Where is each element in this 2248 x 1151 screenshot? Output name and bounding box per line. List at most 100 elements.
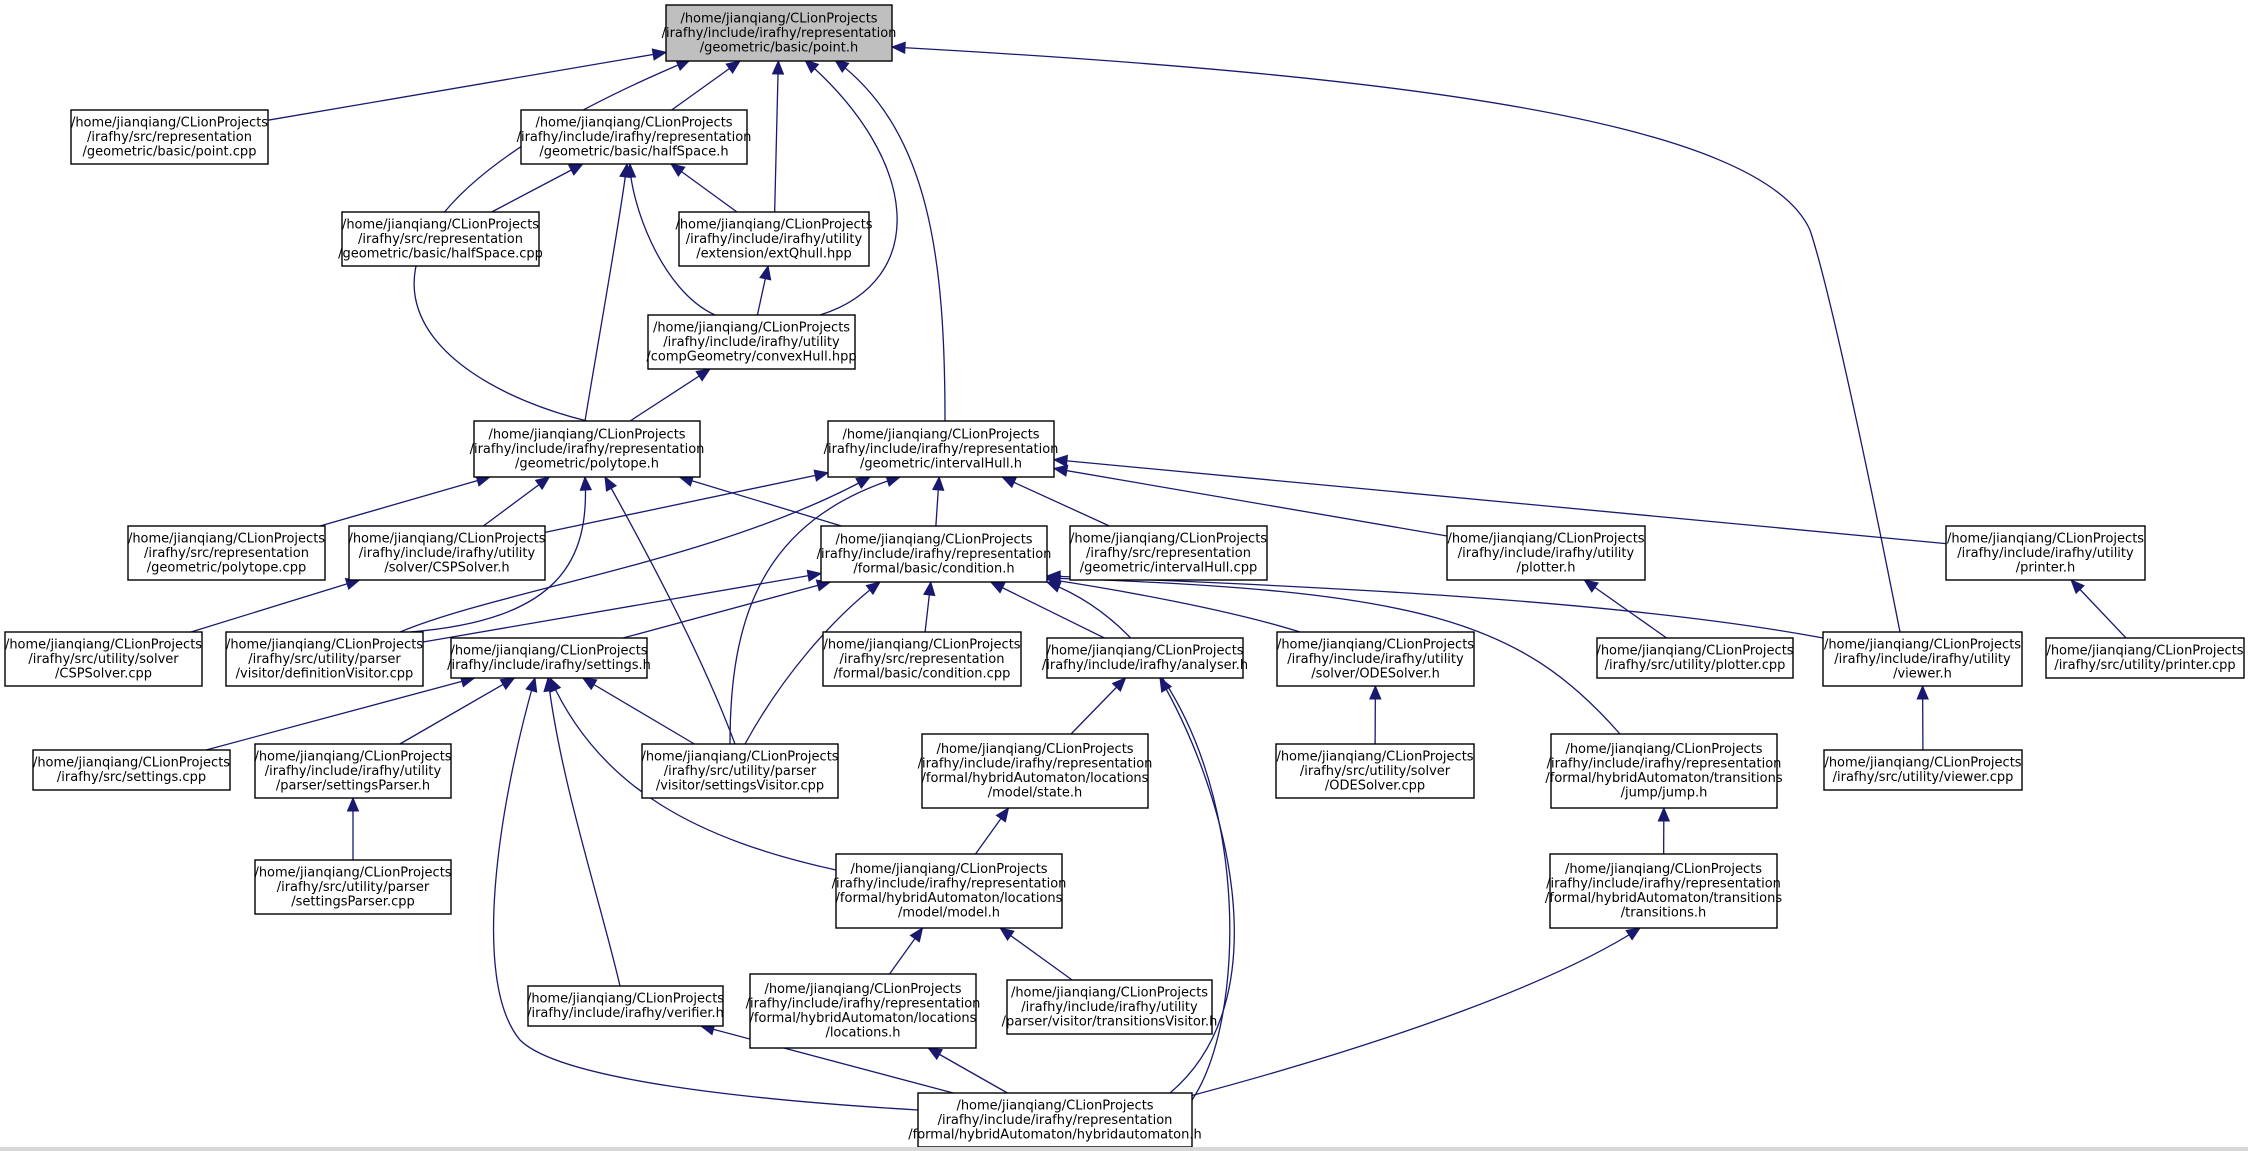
file-node-viewer-cpp[interactable]: /home/jianqiang/CLionProjects/irafhy/src… — [1823, 749, 2023, 791]
node-label-line: /transitions.h — [1621, 906, 1706, 921]
arrowhead — [1916, 684, 1929, 700]
node-label-line: /home/jianqiang/CLionProjects — [348, 531, 545, 546]
arrowhead — [651, 48, 668, 61]
file-node-defvisitor[interactable]: /home/jianqiang/CLionProjects/irafhy/src… — [225, 631, 424, 687]
file-node-condition-cpp[interactable]: /home/jianqiang/CLionProjects/irafhy/src… — [822, 631, 1022, 687]
node-label-line: /home/jianqiang/CLionProjects — [1276, 749, 1473, 764]
file-node-odesolver-cpp[interactable]: /home/jianqiang/CLionProjects/irafhy/src… — [1275, 743, 1475, 799]
file-node-cspsolver-cpp[interactable]: /home/jianqiang/CLionProjects/irafhy/src… — [4, 631, 203, 687]
edge-hybridautomaton_h-to-analyser_h — [1159, 676, 1235, 1094]
file-node-settings-h[interactable]: /home/jianqiang/CLionProjects/irafhy/inc… — [447, 637, 651, 679]
node-label-line: /irafhy/include/irafhy/utility — [265, 764, 442, 779]
file-node-viewer-h[interactable]: /home/jianqiang/CLionProjects/irafhy/inc… — [1822, 631, 2023, 687]
arrowhead — [579, 475, 593, 491]
node-label-line: /geometric/basic/point.cpp — [83, 144, 257, 159]
file-node-verifier-h[interactable]: /home/jianqiang/CLionProjects/irafhy/inc… — [527, 985, 724, 1027]
file-node-intervalhull-cpp[interactable]: /home/jianqiang/CLionProjects/irafhy/src… — [1069, 525, 1268, 581]
node-box — [1006, 979, 1213, 1035]
arrowhead — [1583, 579, 1599, 593]
node-label-line: /home/jianqiang/CLionProjects — [5, 637, 202, 652]
node-label-line: /irafhy/src/utility/printer.cpp — [2054, 658, 2235, 673]
file-node-point-h[interactable]: /home/jianqiang/CLionProjects/irafhy/inc… — [662, 4, 897, 62]
node-label-line: /home/jianqiang/CLionProjects — [823, 637, 1020, 652]
file-node-extqhull[interactable]: /home/jianqiang/CLionProjects/irafhy/inc… — [675, 211, 873, 267]
node-label-line: /irafhy/include/irafhy/utility — [1458, 546, 1635, 561]
edge-viewer_cpp-to-viewer_h — [1916, 684, 1929, 751]
node-label-line: /irafhy/include/irafhy/representation — [832, 877, 1067, 892]
node-label-line: /home/jianqiang/CLionProjects — [1824, 637, 2021, 652]
arrowhead — [581, 677, 598, 691]
edge-state_h-to-analyser_h — [1070, 677, 1127, 735]
edge-hybridautomaton_h-to-settings_h — [492, 676, 919, 1111]
node-label-line: /home/jianqiang/CLionProjects — [835, 532, 1032, 547]
arrowhead — [499, 677, 516, 691]
node-label-line: /home/jianqiang/CLionProjects — [1046, 644, 1243, 659]
node-box — [2045, 637, 2245, 679]
file-node-polytope-cpp[interactable]: /home/jianqiang/CLionProjects/irafhy/src… — [127, 525, 326, 581]
file-node-halfspace-cpp[interactable]: /home/jianqiang/CLionProjects/irafhy/src… — [338, 211, 543, 267]
arrowhead — [995, 806, 1010, 823]
node-box — [473, 420, 701, 478]
edge-settingsvisitor-to-polytope_h — [604, 475, 736, 745]
node-box — [678, 211, 870, 267]
node-label-line: /irafhy/src/representation — [840, 652, 1005, 667]
file-node-convexhull[interactable]: /home/jianqiang/CLionProjects/irafhy/inc… — [646, 314, 857, 370]
file-node-polytope-h[interactable]: /home/jianqiang/CLionProjects/irafhy/inc… — [470, 420, 705, 478]
file-node-transitions-h[interactable]: /home/jianqiang/CLionProjects/irafhy/inc… — [1545, 853, 1782, 929]
node-label-line: /plotter.h — [1517, 560, 1576, 575]
file-node-jump-h[interactable]: /home/jianqiang/CLionProjects/irafhy/inc… — [1545, 733, 1783, 809]
node-box — [520, 109, 748, 165]
node-box — [1823, 749, 2023, 791]
node-label-line: /home/jianqiang/CLionProjects — [254, 749, 451, 764]
edge-odesolver_cpp-to-odesolver_h — [1369, 684, 1382, 745]
node-label-line: /irafhy/include/irafhy/representation — [746, 997, 981, 1012]
node-label-line: /irafhy/src/utility/solver — [1300, 764, 1451, 779]
edge-point_cpp-to-point_h — [267, 48, 668, 121]
file-node-settingsvisitor[interactable]: /home/jianqiang/CLionProjects/irafhy/src… — [641, 743, 839, 799]
arrowhead — [855, 476, 872, 490]
file-node-analyser-h[interactable]: /home/jianqiang/CLionProjects/irafhy/inc… — [1042, 637, 1248, 679]
node-label-line: /irafhy/include/irafhy/representation — [824, 442, 1059, 457]
file-node-settings-cpp[interactable]: /home/jianqiang/CLionProjects/irafhy/src… — [32, 749, 231, 791]
node-label-line: /home/jianqiang/CLionProjects — [1070, 531, 1267, 546]
file-node-condition-h[interactable]: /home/jianqiang/CLionProjects/irafhy/inc… — [817, 525, 1052, 583]
node-label-line: /ODESolver.cpp — [1325, 778, 1425, 793]
file-node-state-h[interactable]: /home/jianqiang/CLionProjects/irafhy/inc… — [918, 733, 1153, 809]
file-node-printer-cpp[interactable]: /home/jianqiang/CLionProjects/irafhy/src… — [2045, 637, 2245, 679]
node-label-line: /home/jianqiang/CLionProjects — [450, 644, 647, 659]
file-node-plotter-cpp[interactable]: /home/jianqiang/CLionProjects/irafhy/src… — [1596, 637, 1794, 679]
file-node-intervalhull-h[interactable]: /home/jianqiang/CLionProjects/irafhy/inc… — [824, 420, 1059, 478]
file-node-model-h[interactable]: /home/jianqiang/CLionProjects/irafhy/inc… — [832, 853, 1067, 929]
file-node-halfspace-h[interactable]: /home/jianqiang/CLionProjects/irafhy/inc… — [517, 109, 752, 165]
edge-hybridautomaton_h-to-transitions_h — [1189, 927, 1642, 1097]
arrowhead — [534, 476, 551, 491]
file-node-cspsolver-h[interactable]: /home/jianqiang/CLionProjects/irafhy/inc… — [348, 525, 546, 581]
node-label-line: /solver/CSPSolver.h — [384, 560, 509, 575]
file-node-transvisitor[interactable]: /home/jianqiang/CLionProjects/irafhy/inc… — [1002, 979, 1218, 1035]
file-node-odesolver-h[interactable]: /home/jianqiang/CLionProjects/irafhy/inc… — [1276, 631, 1475, 687]
edge-cspsolver_h-to-polytope_h — [482, 476, 551, 527]
edge-polytope_h-to-halfspace_h — [584, 162, 632, 422]
arrowhead — [725, 60, 742, 74]
edge-jump_h-to-condition_h — [1045, 572, 1621, 735]
node-label-line: /irafhy/include/irafhy/verifier.h — [527, 1006, 724, 1021]
node-label-line: /irafhy/include/irafhy/representation — [938, 1113, 1173, 1128]
file-node-locations-h[interactable]: /home/jianqiang/CLionProjects/irafhy/inc… — [746, 973, 981, 1049]
file-node-point-cpp[interactable]: /home/jianqiang/CLionProjects/irafhy/src… — [70, 109, 269, 165]
node-label-line: /home/jianqiang/CLionProjects — [254, 865, 451, 880]
file-node-plotter-h[interactable]: /home/jianqiang/CLionProjects/irafhy/inc… — [1446, 525, 1646, 581]
node-label-line: /home/jianqiang/CLionProjects — [71, 115, 268, 130]
node-label-line: /parser/settingsParser.h — [276, 778, 430, 793]
file-node-settingsparser-cpp[interactable]: /home/jianqiang/CLionProjects/irafhy/src… — [254, 859, 452, 915]
edge-settingsvisitor-to-intervalhull_h — [729, 474, 902, 745]
node-label-line: /home/jianqiang/CLionProjects — [1447, 531, 1644, 546]
file-node-printer-h[interactable]: /home/jianqiang/CLionProjects/irafhy/inc… — [1945, 525, 2146, 581]
node-label-line: /home/jianqiang/CLionProjects — [675, 217, 872, 232]
arrowhead — [670, 163, 686, 178]
node-label-line: /irafhy/include/irafhy/representation — [1546, 877, 1781, 892]
node-box — [1822, 631, 2023, 687]
file-node-hybridautomaton-h[interactable]: /home/jianqiang/CLionProjects/irafhy/inc… — [908, 1092, 1202, 1148]
arrowhead — [813, 469, 830, 482]
file-node-settingsparser-h[interactable]: /home/jianqiang/CLionProjects/irafhy/inc… — [254, 743, 452, 799]
